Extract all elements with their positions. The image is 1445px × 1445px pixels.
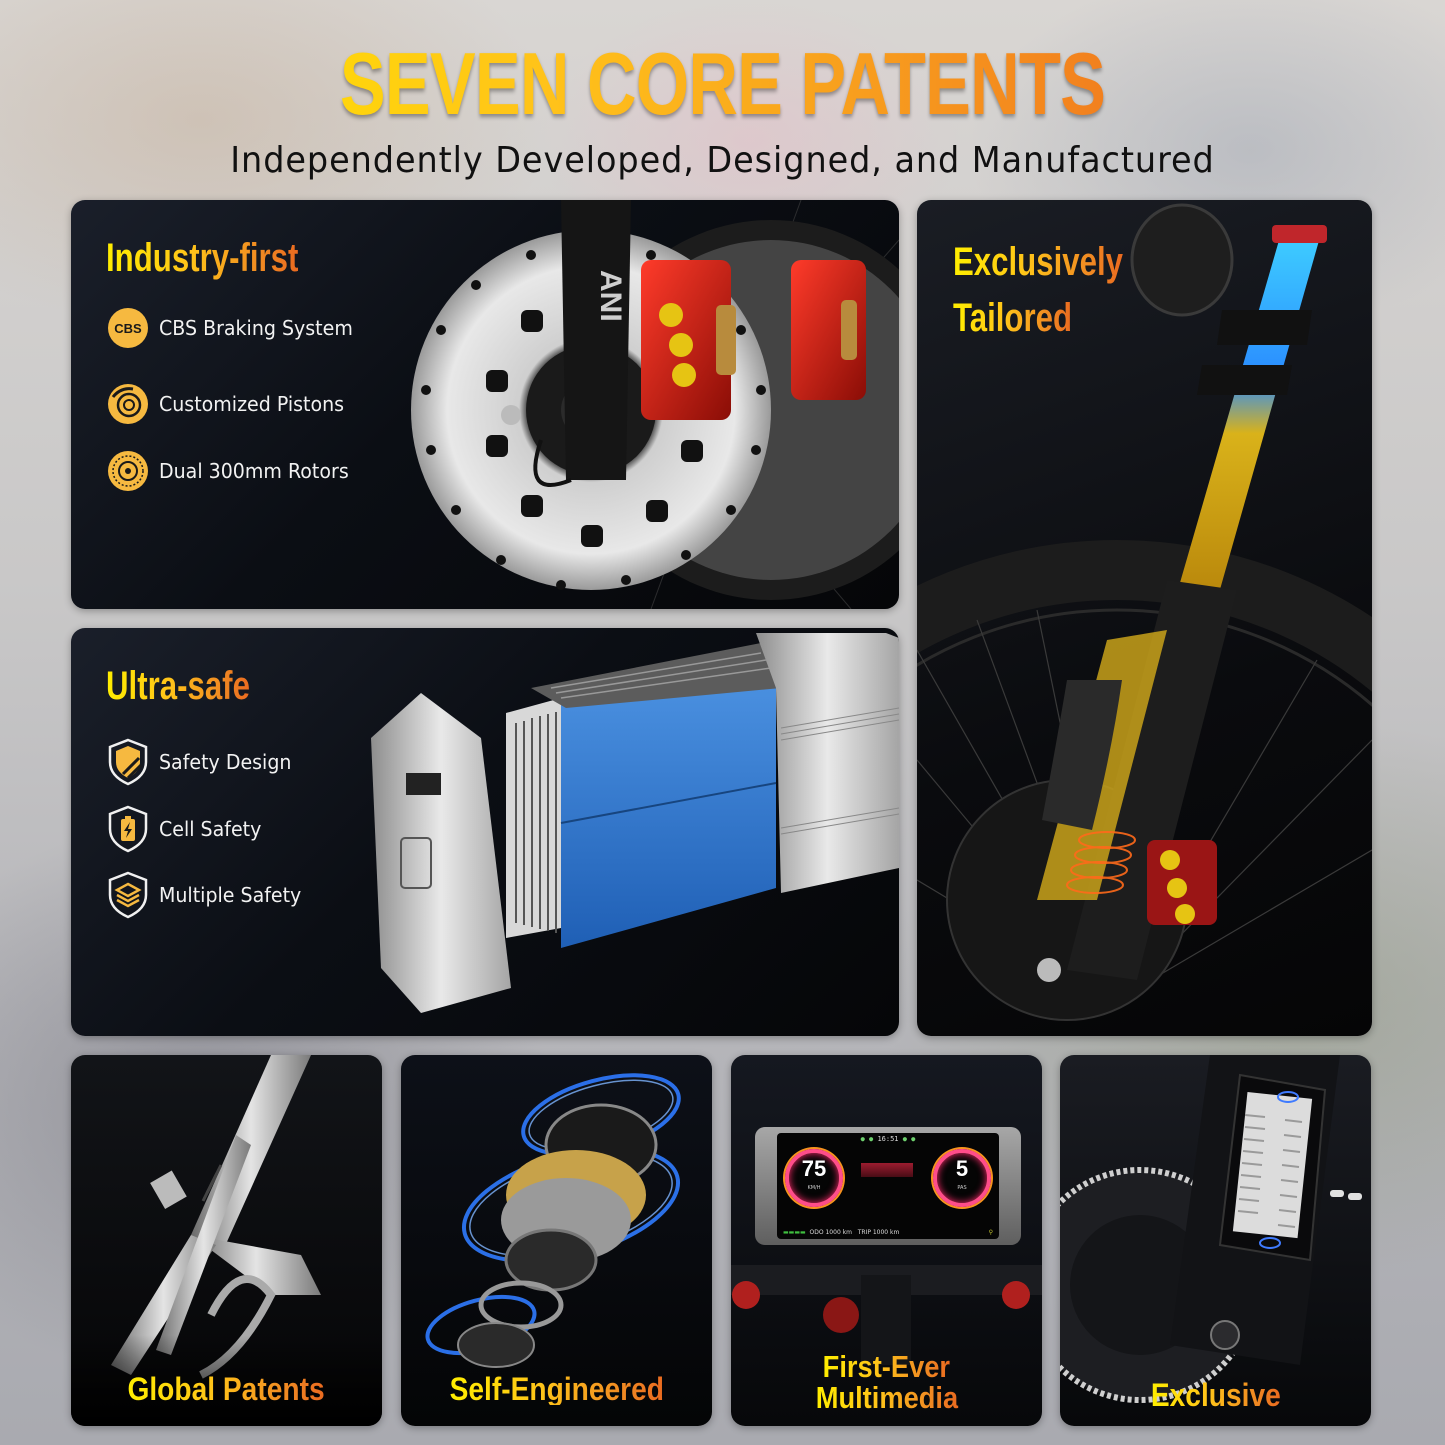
card-ultra-safe: Ultra-safe Safety Design Cell Safety — [71, 628, 899, 1036]
feature-dual-rotors: Dual 300mm Rotors — [107, 451, 359, 491]
label-multimedia: First-Ever Multimedia — [815, 1349, 958, 1415]
feature-label: Customized Pistons — [159, 392, 345, 416]
odo-trip-bar: ▬▬▬▬ ODO 1000 km TRIP 1000 km ⚲ — [783, 1229, 993, 1236]
feature-cell-safety: Cell Safety — [107, 805, 267, 853]
shield-layers-icon — [108, 871, 148, 919]
frame-suspension-image — [71, 1055, 382, 1426]
card-self-engineered: Self-Engineered — [401, 1055, 712, 1426]
tft-dashboard: ● ● 16:51 ● ● 75 KM/H 5 PAS ▬▬▬▬ ODO 100… — [755, 1127, 1021, 1245]
suspension-fork-image — [917, 203, 1372, 1021]
disc-brake-image: ANI — [411, 200, 899, 609]
label-global-patents: Global Patents — [127, 1371, 326, 1407]
status-bar: ● ● 16:51 ● ● — [860, 1135, 916, 1143]
feature-label: Cell Safety — [159, 817, 262, 841]
shield-battery-icon — [108, 805, 148, 853]
pas-gauge: 5 PAS — [933, 1149, 991, 1207]
handlebar-image — [731, 1265, 1042, 1365]
cbs-badge-icon: CBS — [108, 308, 148, 348]
page-subtitle: Independently Developed, Designed, and M… — [230, 140, 1215, 181]
speed-gauge: 75 KM/H — [785, 1149, 843, 1207]
shield-stripes-icon — [108, 738, 148, 786]
feature-safety-design: Safety Design — [107, 738, 298, 786]
card-title-industry-first: Industry-first — [106, 236, 299, 280]
brake-piston-icon — [108, 384, 148, 424]
feature-multiple-safety: Multiple Safety — [107, 871, 309, 919]
page-title: SEVEN CORE PATENTS — [159, 40, 1286, 128]
controller-heatsink-image — [1060, 1055, 1362, 1403]
card-global-patents: Global Patents — [71, 1055, 382, 1426]
battery-pack-image — [371, 633, 899, 1013]
card-industry-first: ANI Industry-first CBS CBS Braking Syste… — [71, 200, 899, 609]
card-exclusive: Exclusive — [1060, 1055, 1371, 1426]
rotor-icon — [108, 451, 148, 491]
feature-label: Safety Design — [159, 750, 292, 774]
feature-customized-pistons: Customized Pistons — [107, 384, 354, 424]
card-title-exclusively-tailored: Exclusively Tailored — [953, 234, 1171, 354]
card-title-ultra-safe: Ultra-safe — [106, 664, 250, 708]
label-exclusive: Exclusive — [1150, 1377, 1281, 1413]
fork-brand-text: ANI — [594, 270, 627, 322]
feature-label: CBS Braking System — [159, 316, 353, 340]
skyline-graphic — [861, 1163, 913, 1177]
label-self-engineered: Self-Engineered — [449, 1371, 664, 1407]
feature-label: Multiple Safety — [159, 883, 302, 907]
card-exclusively-tailored: Exclusively Tailored — [917, 200, 1372, 1036]
card-multimedia: ● ● 16:51 ● ● 75 KM/H 5 PAS ▬▬▬▬ ODO 100… — [731, 1055, 1042, 1426]
feature-label: Dual 300mm Rotors — [159, 459, 349, 483]
feature-cbs-braking: CBS CBS Braking System — [107, 308, 363, 348]
svg-text:CBS: CBS — [114, 321, 142, 336]
hub-motor-image — [425, 1073, 681, 1368]
